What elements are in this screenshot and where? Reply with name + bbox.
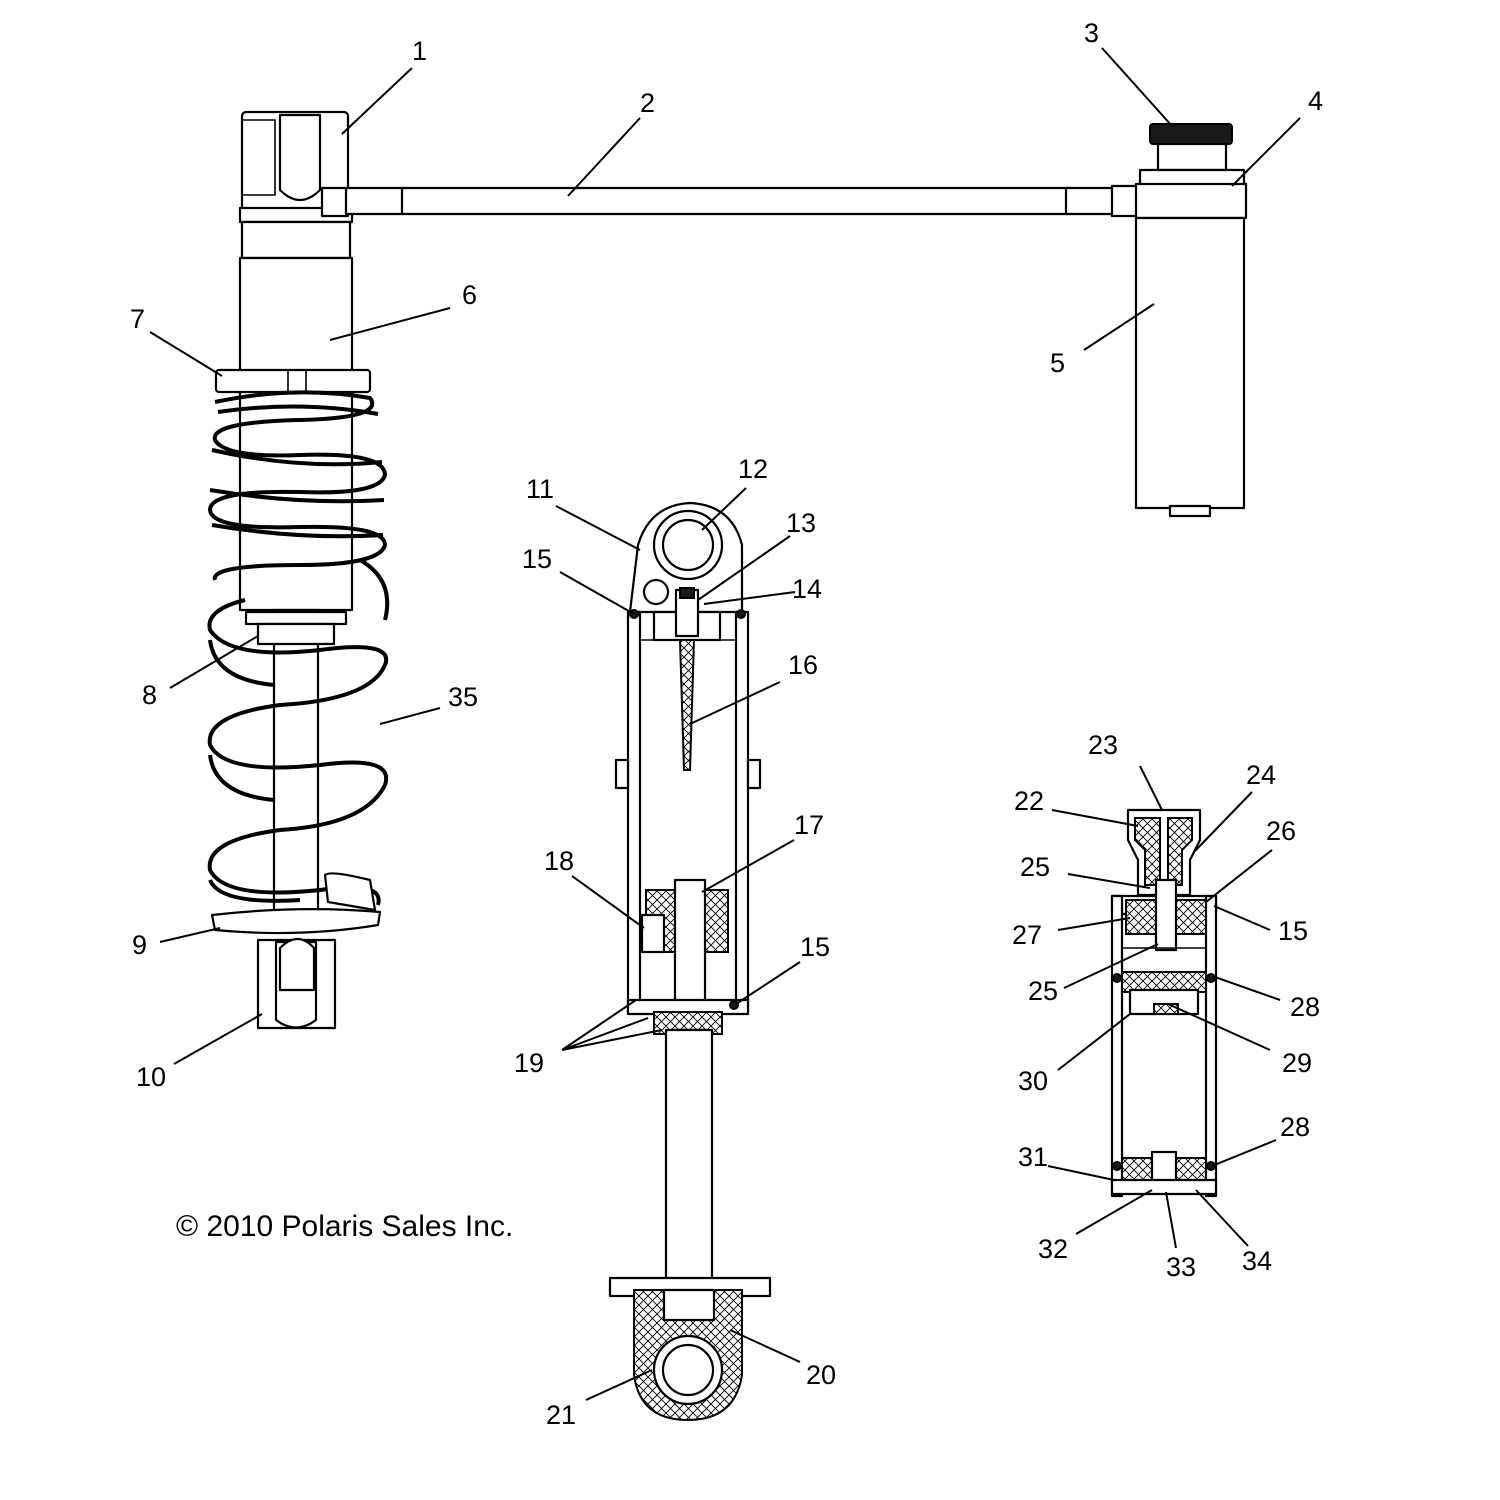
callout-29: 29 <box>1282 1048 1312 1078</box>
callout-17: 17 <box>794 810 824 840</box>
callout-25: 25 <box>1020 852 1050 882</box>
callout-14: 14 <box>792 574 822 604</box>
callout-26: 26 <box>1266 816 1296 846</box>
reservoir <box>1134 123 1248 518</box>
callout-19: 19 <box>514 1048 544 1078</box>
callout-21: 21 <box>546 1400 576 1430</box>
callout-28: 28 <box>1290 992 1320 1022</box>
callout-20: 20 <box>806 1360 836 1390</box>
callout-3: 3 <box>1084 18 1099 48</box>
callout-23: 23 <box>1088 730 1118 760</box>
callout-27: 27 <box>1012 920 1042 950</box>
callout-28: 28 <box>1280 1112 1310 1142</box>
callout-13: 13 <box>786 508 816 538</box>
callout-18: 18 <box>544 846 574 876</box>
callout-2: 2 <box>640 88 655 118</box>
reservoir-cross-section <box>1110 808 1218 1198</box>
callout-34: 34 <box>1242 1246 1272 1276</box>
callout-7: 7 <box>130 304 145 334</box>
callout-15: 15 <box>522 544 552 574</box>
callout-15: 15 <box>800 932 830 962</box>
callout-10: 10 <box>136 1062 166 1092</box>
leader-lines <box>149 47 1301 1401</box>
callout-33: 33 <box>1166 1252 1196 1282</box>
callout-30: 30 <box>1018 1066 1048 1096</box>
callout-11: 11 <box>526 474 554 504</box>
shock-cross-section <box>608 501 772 1422</box>
callout-16: 16 <box>788 650 818 680</box>
callout-25: 25 <box>1028 976 1058 1006</box>
callout-4: 4 <box>1308 86 1323 116</box>
assembled-shock <box>207 110 406 1030</box>
callout-8: 8 <box>142 680 157 710</box>
callout-labels: 1 2 3 4 5 6 7 8 9 10 11 12 13 14 15 15 1… <box>130 18 1323 1430</box>
callout-24: 24 <box>1246 760 1276 790</box>
callout-9: 9 <box>132 930 147 960</box>
callout-5: 5 <box>1050 348 1065 378</box>
copyright-notice: © 2010 Polaris Sales Inc. <box>176 1210 513 1243</box>
callout-22: 22 <box>1014 786 1044 816</box>
callout-1: 1 <box>412 36 427 66</box>
callout-12: 12 <box>738 454 768 484</box>
callout-31: 31 <box>1018 1142 1048 1172</box>
callout-35: 35 <box>448 682 478 712</box>
callout-32: 32 <box>1038 1234 1068 1264</box>
callout-6: 6 <box>462 280 477 310</box>
reservoir-hose <box>400 184 1142 218</box>
callout-15: 15 <box>1278 916 1308 946</box>
